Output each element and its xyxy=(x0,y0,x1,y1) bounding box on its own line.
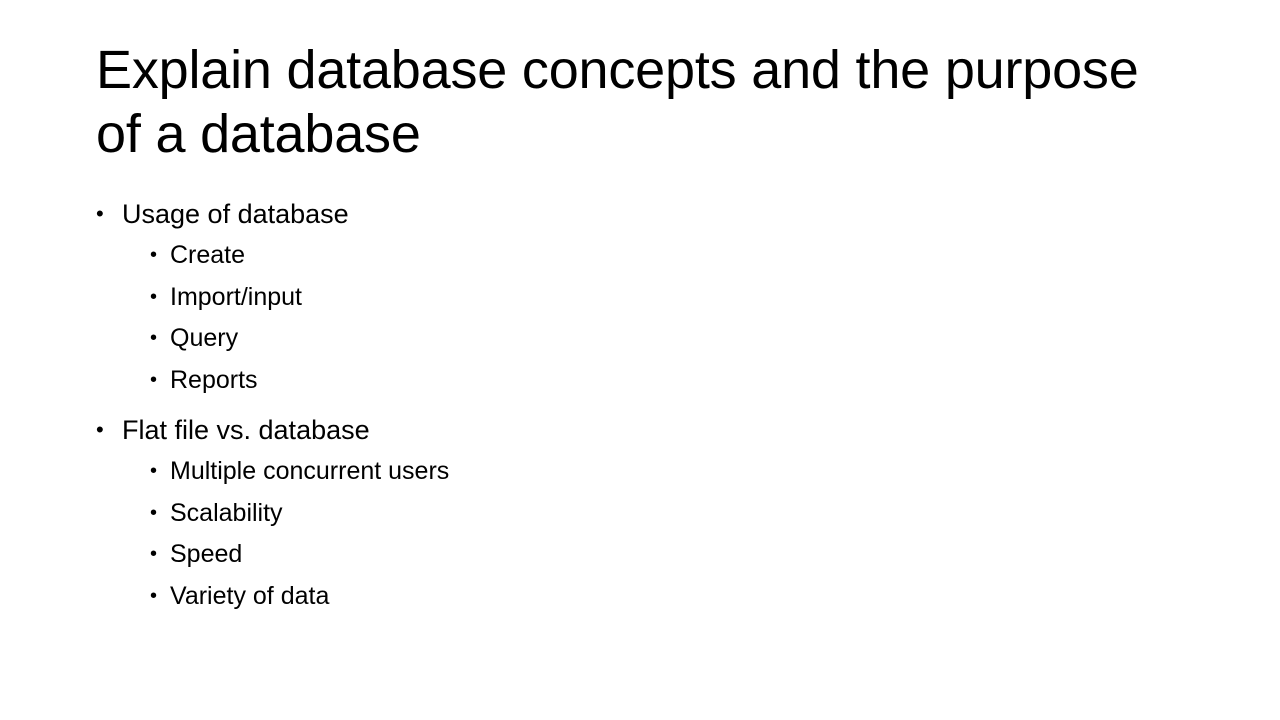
bullet-level2: • Scalability xyxy=(96,493,1186,535)
page-title: Explain database concepts and the purpos… xyxy=(96,40,1154,164)
bullet-level2-label: Import/input xyxy=(170,282,303,311)
bullet-dot-icon: • xyxy=(150,244,158,266)
bullet-level2-label: Create xyxy=(170,241,246,269)
bullet-level2-label: Multiple concurrent users xyxy=(170,457,450,485)
bullet-level2: • Variety of data xyxy=(96,576,1186,618)
bullet-dot-icon: • xyxy=(150,501,158,524)
sub-bullet-list: • Multiple concurrent users • Scalabilit… xyxy=(96,451,1186,617)
bullet-dot-icon: • xyxy=(150,543,158,565)
bullet-level2: • Speed xyxy=(96,534,1186,576)
content-bullet-list: • Usage of database • Create • Import/in… xyxy=(96,193,1186,617)
bullet-level2-label: Reports xyxy=(170,365,258,394)
bullet-dot-icon: • xyxy=(150,460,158,482)
bullet-level1: • Flat file vs. database xyxy=(96,409,1186,451)
bullet-group: • Flat file vs. database • Multiple conc… xyxy=(96,409,1186,617)
sub-bullet-list: • Create • Import/input • Query • Report… xyxy=(96,235,1186,401)
bullet-dot-icon: • xyxy=(96,201,104,226)
bullet-group: • Usage of database • Create • Import/in… xyxy=(96,193,1186,401)
bullet-level2: • Create xyxy=(96,235,1186,277)
bullet-level2: • Import/input xyxy=(96,277,1186,319)
bullet-dot-icon: • xyxy=(96,417,104,442)
bullet-level1-label: Usage of database xyxy=(122,199,349,229)
bullet-level2-label: Variety of data xyxy=(170,581,330,610)
bullet-dot-icon: • xyxy=(150,327,158,349)
bullet-level2: • Multiple concurrent users xyxy=(96,451,1186,493)
bullet-level1: • Usage of database xyxy=(96,193,1186,235)
bullet-level2-label: Speed xyxy=(170,540,243,568)
bullet-level1-label: Flat file vs. database xyxy=(122,415,370,445)
bullet-dot-icon: • xyxy=(150,368,158,391)
bullet-dot-icon: • xyxy=(150,584,158,607)
bullet-level2: • Reports xyxy=(96,360,1186,402)
bullet-level2-label: Scalability xyxy=(170,498,283,527)
bullet-dot-icon: • xyxy=(150,285,158,308)
bullet-level2: • Query xyxy=(96,318,1186,360)
bullet-level2-label: Query xyxy=(170,324,239,352)
